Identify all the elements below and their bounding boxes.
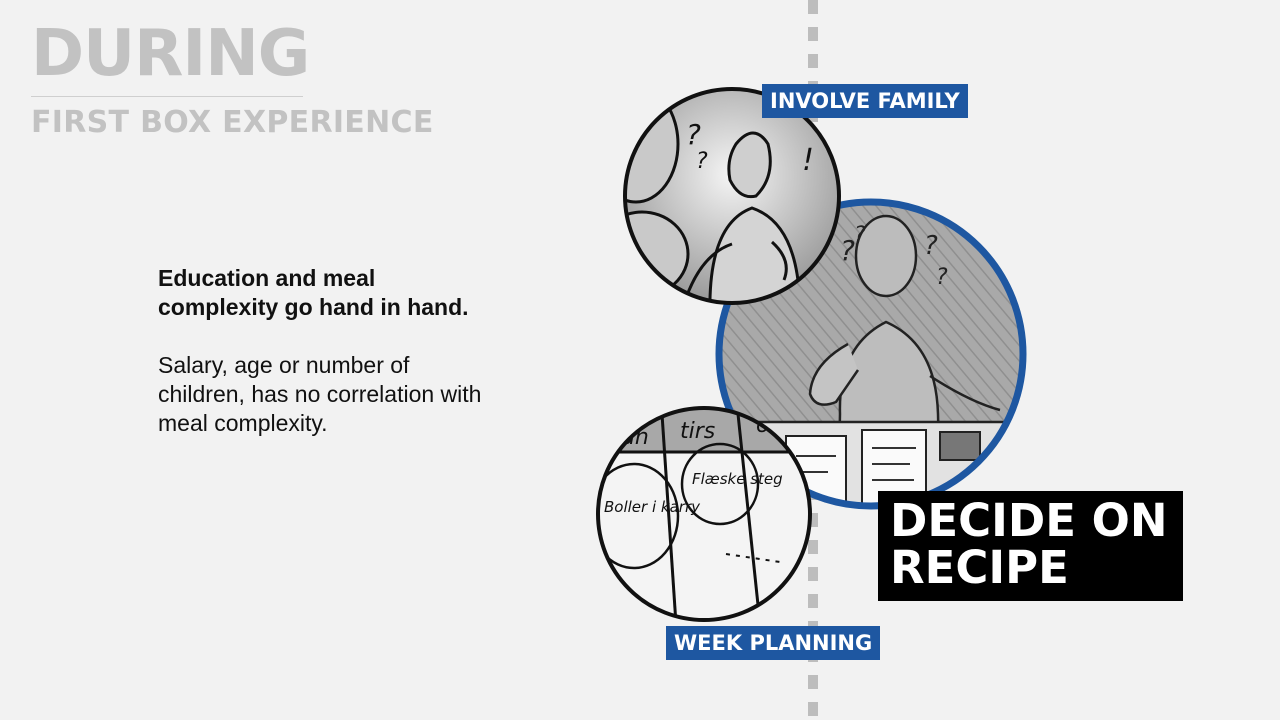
sketch-cell-2: Flæske steg (692, 470, 783, 488)
svg-text:?: ? (840, 234, 855, 267)
svg-text:!: ! (802, 143, 814, 178)
supporting-text: Salary, age or number of children, has n… (158, 352, 482, 436)
svg-text:?: ? (924, 231, 938, 261)
label-decide-recipe: DECIDE ON RECIPE (878, 491, 1183, 601)
key-insight: Education and meal complexity go hand in… (158, 265, 469, 320)
svg-text:?: ? (686, 118, 701, 151)
label-week-planning: WEEK PLANNING (666, 626, 881, 660)
svg-text:?: ? (696, 149, 708, 174)
svg-text:?: ? (936, 265, 948, 290)
illustration: ? ? ? ? ? ? ! man tirs on (596, 87, 1027, 622)
title-underline (31, 96, 303, 97)
page-title: DURING (31, 17, 310, 91)
svg-text:?: ? (854, 223, 866, 248)
text-block: Education and meal complexity go hand in… (158, 264, 488, 438)
sketch-cell-1: Boller i karry (604, 498, 701, 516)
page-subtitle: FIRST BOX EXPERIENCE (31, 105, 434, 140)
sketch-col-2: tirs (680, 419, 715, 444)
label-involve-family: INVOLVE FAMILY (762, 84, 968, 118)
